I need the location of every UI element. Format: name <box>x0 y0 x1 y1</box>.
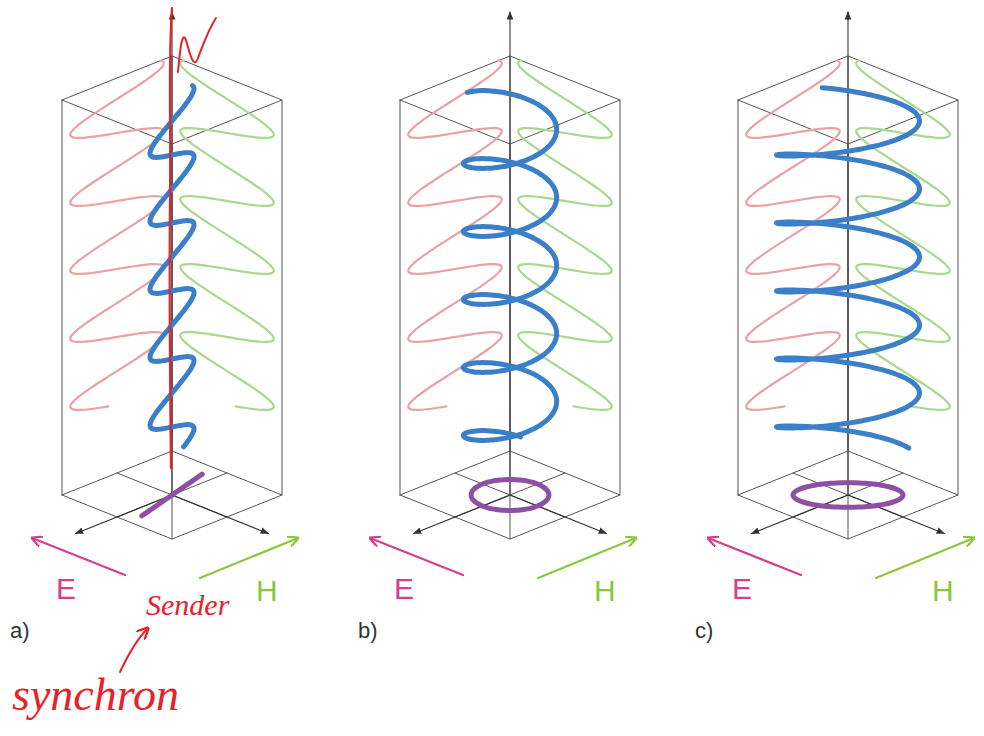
polarization-panel <box>738 12 958 539</box>
field-label: H <box>594 576 616 606</box>
handwritten-note: synchron <box>12 672 179 718</box>
polarization-trace <box>471 479 549 510</box>
polarization-panel <box>400 12 620 539</box>
e-direction-arrow <box>32 538 125 575</box>
box-outline <box>282 100 283 495</box>
polarization-trace <box>142 474 203 516</box>
handwritten-arrow <box>120 628 148 672</box>
panel-label: a) <box>10 620 30 642</box>
panel-label: c) <box>695 620 713 642</box>
field-label: E <box>394 574 414 604</box>
e-axis-arrow <box>414 495 510 534</box>
h-axis-arrow <box>172 495 268 534</box>
handwritten-squiggle <box>178 18 216 72</box>
box-outline <box>620 100 621 495</box>
h-axis-arrow <box>510 495 606 534</box>
e-direction-arrow <box>370 538 463 575</box>
h-direction-arrow <box>876 538 974 578</box>
field-label: H <box>256 576 278 606</box>
field-label: E <box>56 574 76 604</box>
resulting-field-curve <box>463 91 556 441</box>
box-outline <box>958 100 959 495</box>
panel-label: b) <box>358 620 378 642</box>
handwritten-line <box>170 8 172 468</box>
h-field-wave <box>856 61 950 410</box>
polarization-trace <box>793 483 903 508</box>
e-direction-arrow <box>708 538 801 575</box>
handwritten-note: Sender <box>146 590 229 620</box>
resulting-field-curve <box>777 88 920 448</box>
field-label: E <box>732 574 752 604</box>
e-axis-arrow <box>76 495 172 534</box>
box-outline <box>738 100 739 495</box>
box-outline <box>400 100 401 495</box>
resulting-field-curve <box>150 86 194 447</box>
field-label: H <box>932 576 954 606</box>
box-outline <box>62 100 63 495</box>
h-direction-arrow <box>538 538 636 578</box>
propagation-axis <box>509 12 510 495</box>
h-direction-arrow <box>200 538 298 578</box>
